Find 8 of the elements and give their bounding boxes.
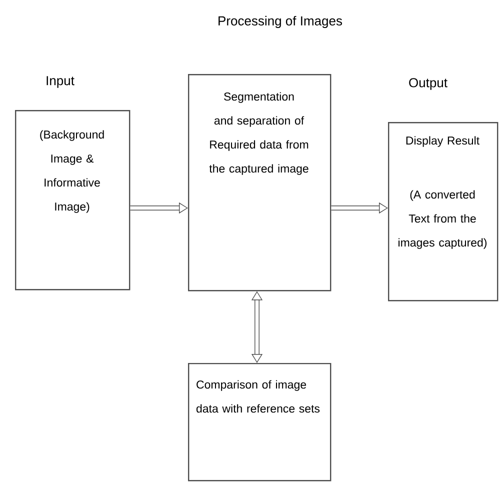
box-text: Display Result	[406, 136, 480, 147]
box-text: (A converted Text from the images captured)	[398, 190, 486, 249]
box-text: Segmentation and separation of Required data from the captured image	[209, 92, 308, 175]
title: Processing of Images	[218, 16, 342, 28]
heading: Input	[46, 76, 74, 88]
box-text: Comparison of image data with reference sets	[196, 380, 320, 413]
box-text: (Background Image & Informative Image)	[40, 130, 104, 213]
heading: Output	[409, 78, 448, 90]
